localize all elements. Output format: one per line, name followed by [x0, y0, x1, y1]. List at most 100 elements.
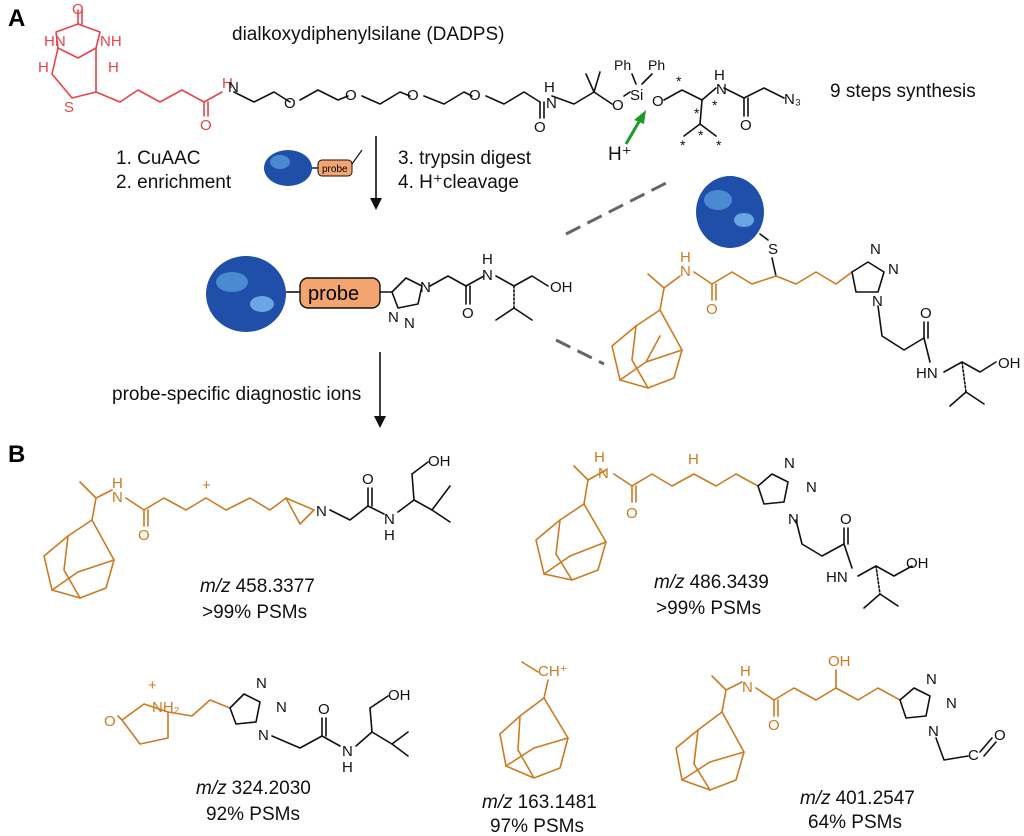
probe-small-label: probe [322, 164, 348, 175]
atom-o: O [626, 505, 638, 522]
atom-n: N [870, 241, 881, 258]
atom-si: Si [630, 87, 643, 104]
atom-c: C [968, 747, 979, 764]
panel-label-a: A [8, 5, 25, 32]
atom-plus: + [202, 477, 211, 494]
atom-star: * [680, 137, 686, 153]
atom-n: N [598, 465, 609, 482]
atom-oh: OH [998, 355, 1021, 372]
atom-h: H [482, 251, 493, 268]
atom-plus: + [148, 677, 157, 694]
atom-n: N [872, 293, 883, 310]
atom-h: H [714, 67, 725, 84]
atom-oh: OH [828, 653, 851, 670]
ion-structure-1: H N O + N O N H OH [43, 453, 451, 599]
atom-o: O [612, 97, 624, 114]
atom-hn: HN [826, 569, 848, 586]
step-2: 2. enrichment [116, 172, 232, 193]
atom-n: N [112, 489, 123, 506]
atom-o: O [534, 119, 546, 136]
ion-2-mz-value: 486.3439 [690, 572, 769, 593]
atom-s: S [768, 241, 778, 258]
atom-o: O [138, 527, 150, 544]
mz-prefix: m/z [196, 778, 227, 799]
atom-n: N [788, 511, 799, 528]
atom-n: N [404, 315, 415, 332]
atom-hn: HN [916, 365, 938, 382]
atom-o: O [740, 117, 752, 134]
atom-nh: NH [100, 33, 122, 50]
probe-big-label: probe [308, 283, 359, 305]
atom-hn: HN [44, 33, 66, 50]
atom-h: H [342, 759, 353, 776]
atom-o: O [840, 511, 852, 528]
atom-star: * [712, 97, 718, 113]
atom-o: O [994, 727, 1006, 744]
ion-4-psm: 97% PSMs [490, 816, 584, 836]
atom-h2: NH₂ [152, 699, 180, 716]
atom-h: H [740, 663, 751, 680]
ion-1-mz-value: 458.3377 [236, 576, 315, 597]
atom-n: N [316, 503, 327, 520]
atom-o: O [652, 93, 664, 110]
biotin-structure: O HN NH H H S O H [38, 1, 233, 134]
atom-n: N [256, 675, 267, 692]
linker-title: dialkoxydiphenylsilane (DADPS) [232, 24, 504, 45]
atom-o: O [345, 87, 357, 104]
atom-o: O [407, 87, 419, 104]
ion-5-psm: 64% PSMs [808, 812, 902, 833]
small-protein-probe: probe [264, 149, 363, 186]
atom-oh: OH [550, 279, 573, 296]
atom-o: O [318, 701, 330, 718]
atom-ph: Ph [648, 57, 665, 73]
acid-cleavage-arrow: H⁺ [608, 110, 646, 165]
atom-n: N [384, 511, 395, 528]
atom-n: N [388, 309, 399, 326]
peg-linker: N O O O O O H N O [228, 71, 624, 136]
ion-4-mz-value: 163.1481 [518, 792, 597, 813]
atom-ph: Ph [614, 57, 631, 73]
atom-o: O [72, 1, 84, 18]
atom-star: * [716, 137, 722, 153]
mz-prefix: m/z [800, 788, 831, 809]
atom-o: O [284, 95, 296, 112]
atom-n: N [680, 263, 691, 280]
ion-structure-5: H N O OH N N N C O [675, 653, 1006, 791]
atom-n: N [152, 699, 163, 716]
adamantyl-probe-adduct: S H N O N N N O HN OH [611, 176, 1021, 407]
atom-h: H [688, 451, 699, 468]
protein-probe-adduct: probe N N N O H N OH [206, 251, 573, 332]
atom-star: * [676, 73, 682, 89]
atom-n: N [420, 279, 431, 296]
dadps-silane: Ph Ph Si O * * * * * * H N O N₃ [614, 57, 801, 153]
ion-3-psm: 92% PSMs [206, 804, 300, 825]
ion-1-psm: >99% PSMs [202, 602, 307, 623]
atom-h: H [680, 249, 691, 266]
atom-n: N [926, 671, 937, 688]
atom-n: N [258, 727, 269, 744]
atom-n: N [946, 695, 957, 712]
atom-o: O [104, 713, 116, 730]
atom-o: O [200, 117, 212, 134]
mz-prefix: m/z [654, 572, 685, 593]
atom-n: N [716, 81, 727, 98]
atom-o: O [920, 305, 932, 322]
atom-h: H [108, 59, 119, 76]
atom-oh: OH [906, 555, 929, 572]
ion-structure-3: O + NH₂ N N N O N H OH [104, 675, 411, 776]
atom-h2-label: H₂ [163, 699, 180, 716]
atom-s: S [64, 99, 74, 116]
atom-n: N [784, 455, 795, 472]
synthesis-note: 9 steps synthesis [830, 81, 976, 102]
dash-line-upper [565, 178, 673, 236]
atom-ch: CH⁺ [538, 663, 568, 680]
atom-h: H [384, 527, 395, 544]
atom-n: N [482, 267, 493, 284]
dash-line-lower [555, 338, 605, 366]
atom-n: N [806, 479, 817, 496]
atom-o: O [768, 717, 780, 734]
atom-o: O [362, 471, 374, 488]
